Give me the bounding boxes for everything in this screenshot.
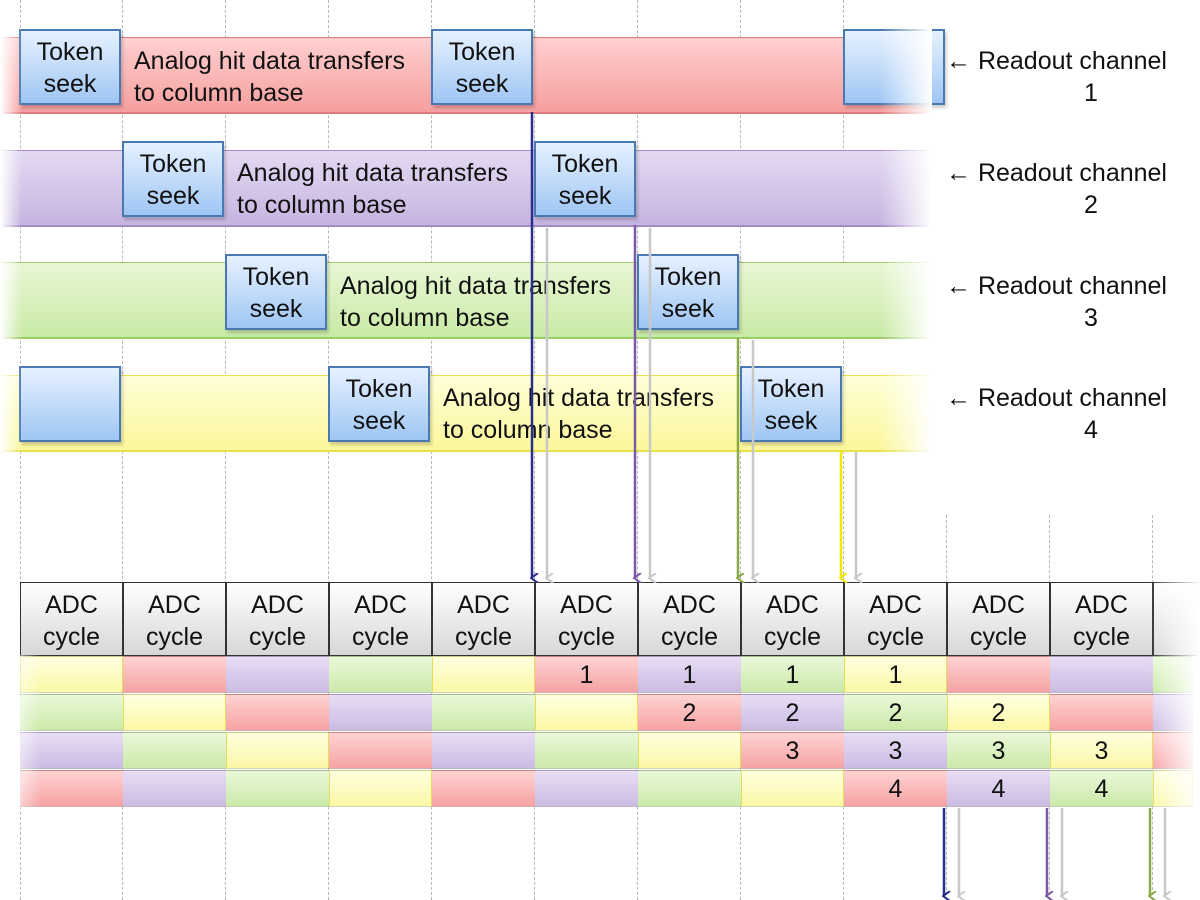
- slot-cell: [226, 656, 329, 693]
- slot-cell: 4: [844, 770, 947, 807]
- slot-cell: 3: [1050, 732, 1153, 769]
- slot-cell: [947, 656, 1050, 693]
- slot-cell: [329, 694, 432, 731]
- slot-cell: [329, 656, 432, 693]
- slot-cell: [638, 732, 741, 769]
- channel-4-token-seek-a: [19, 366, 121, 442]
- slot-cell: [741, 770, 844, 807]
- slot-cell: 1: [844, 656, 947, 693]
- slot-cell: 3: [947, 732, 1050, 769]
- slot-cell: 1: [741, 656, 844, 693]
- channel-2-label: ← Readout channel 2: [946, 159, 1167, 219]
- slot-cell: [1050, 656, 1153, 693]
- slot-cell: [432, 694, 535, 731]
- channel-3-transfer-label: Analog hit data transfers to column base: [340, 272, 611, 332]
- slot-cell: 1: [535, 656, 638, 693]
- slot-cell: [123, 694, 226, 731]
- slot-cell: [432, 732, 535, 769]
- slot-cell: 1: [638, 656, 741, 693]
- channel-4-transfer-label: Analog hit data transfers to column base: [443, 384, 714, 444]
- channel-3-label: ← Readout channel 3: [946, 272, 1167, 332]
- slot-cell: [535, 770, 638, 807]
- slot-cell: 3: [844, 732, 947, 769]
- channel-3-band: [0, 262, 930, 339]
- slot-cell: [535, 732, 638, 769]
- slot-cell: [432, 656, 535, 693]
- slot-cell: 4: [947, 770, 1050, 807]
- slot-cell: 2: [844, 694, 947, 731]
- slot-cell: [123, 770, 226, 807]
- slot-cell: [329, 732, 432, 769]
- slot-cell: [432, 770, 535, 807]
- slot-cell: [1050, 694, 1153, 731]
- slot-cell: [226, 732, 329, 769]
- slot-cell: [226, 694, 329, 731]
- slot-cell: [123, 732, 226, 769]
- slot-cell: [535, 694, 638, 731]
- channel-2-transfer-label: Analog hit data transfers to column base: [237, 159, 508, 219]
- slot-cell: [226, 770, 329, 807]
- slot-cell: 3: [741, 732, 844, 769]
- channel-1-label: ← Readout channel 1: [946, 47, 1167, 107]
- slot-cell: 2: [947, 694, 1050, 731]
- channel-1-transfer-label: Analog hit data transfers to column base: [134, 47, 405, 107]
- slot-cell: [123, 656, 226, 693]
- slot-cell: 2: [638, 694, 741, 731]
- channel-4-label: ← Readout channel 4: [946, 384, 1167, 444]
- slot-cell: 2: [741, 694, 844, 731]
- slot-cell: [638, 770, 741, 807]
- slot-cell: 4: [1050, 770, 1153, 807]
- slot-cell: [329, 770, 432, 807]
